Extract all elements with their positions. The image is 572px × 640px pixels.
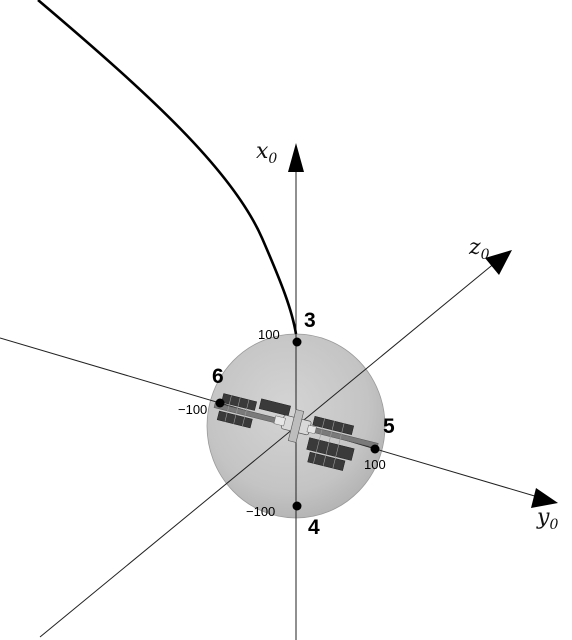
point-3-label: 3 — [304, 309, 316, 332]
point-4-marker — [292, 501, 302, 511]
tick-label-y-negative: −100 — [178, 402, 207, 417]
point-3-marker — [292, 337, 302, 347]
y-axis-arrowhead — [531, 488, 558, 508]
point-5-label: 5 — [383, 415, 395, 438]
tick-label-x-positive: 100 — [258, 327, 280, 342]
z-axis-line — [39, 261, 497, 638]
x-axis-arrowhead — [288, 143, 304, 172]
z-axis-arrowhead — [485, 250, 512, 275]
point-6-label: 6 — [212, 365, 224, 388]
tick-label-x-negative: −100 — [246, 504, 275, 519]
point-6-marker — [215, 398, 225, 408]
point-4-label: 4 — [308, 516, 320, 539]
trajectory-curve — [37, 0, 298, 335]
point-5-marker — [370, 444, 380, 454]
y-axis-label: y0 — [536, 505, 558, 533]
tick-label-y-positive: 100 — [364, 457, 386, 472]
x-axis-label: x0 — [256, 139, 277, 167]
space-station-icon — [213, 393, 379, 471]
z-axis-label: z0 — [468, 235, 490, 263]
